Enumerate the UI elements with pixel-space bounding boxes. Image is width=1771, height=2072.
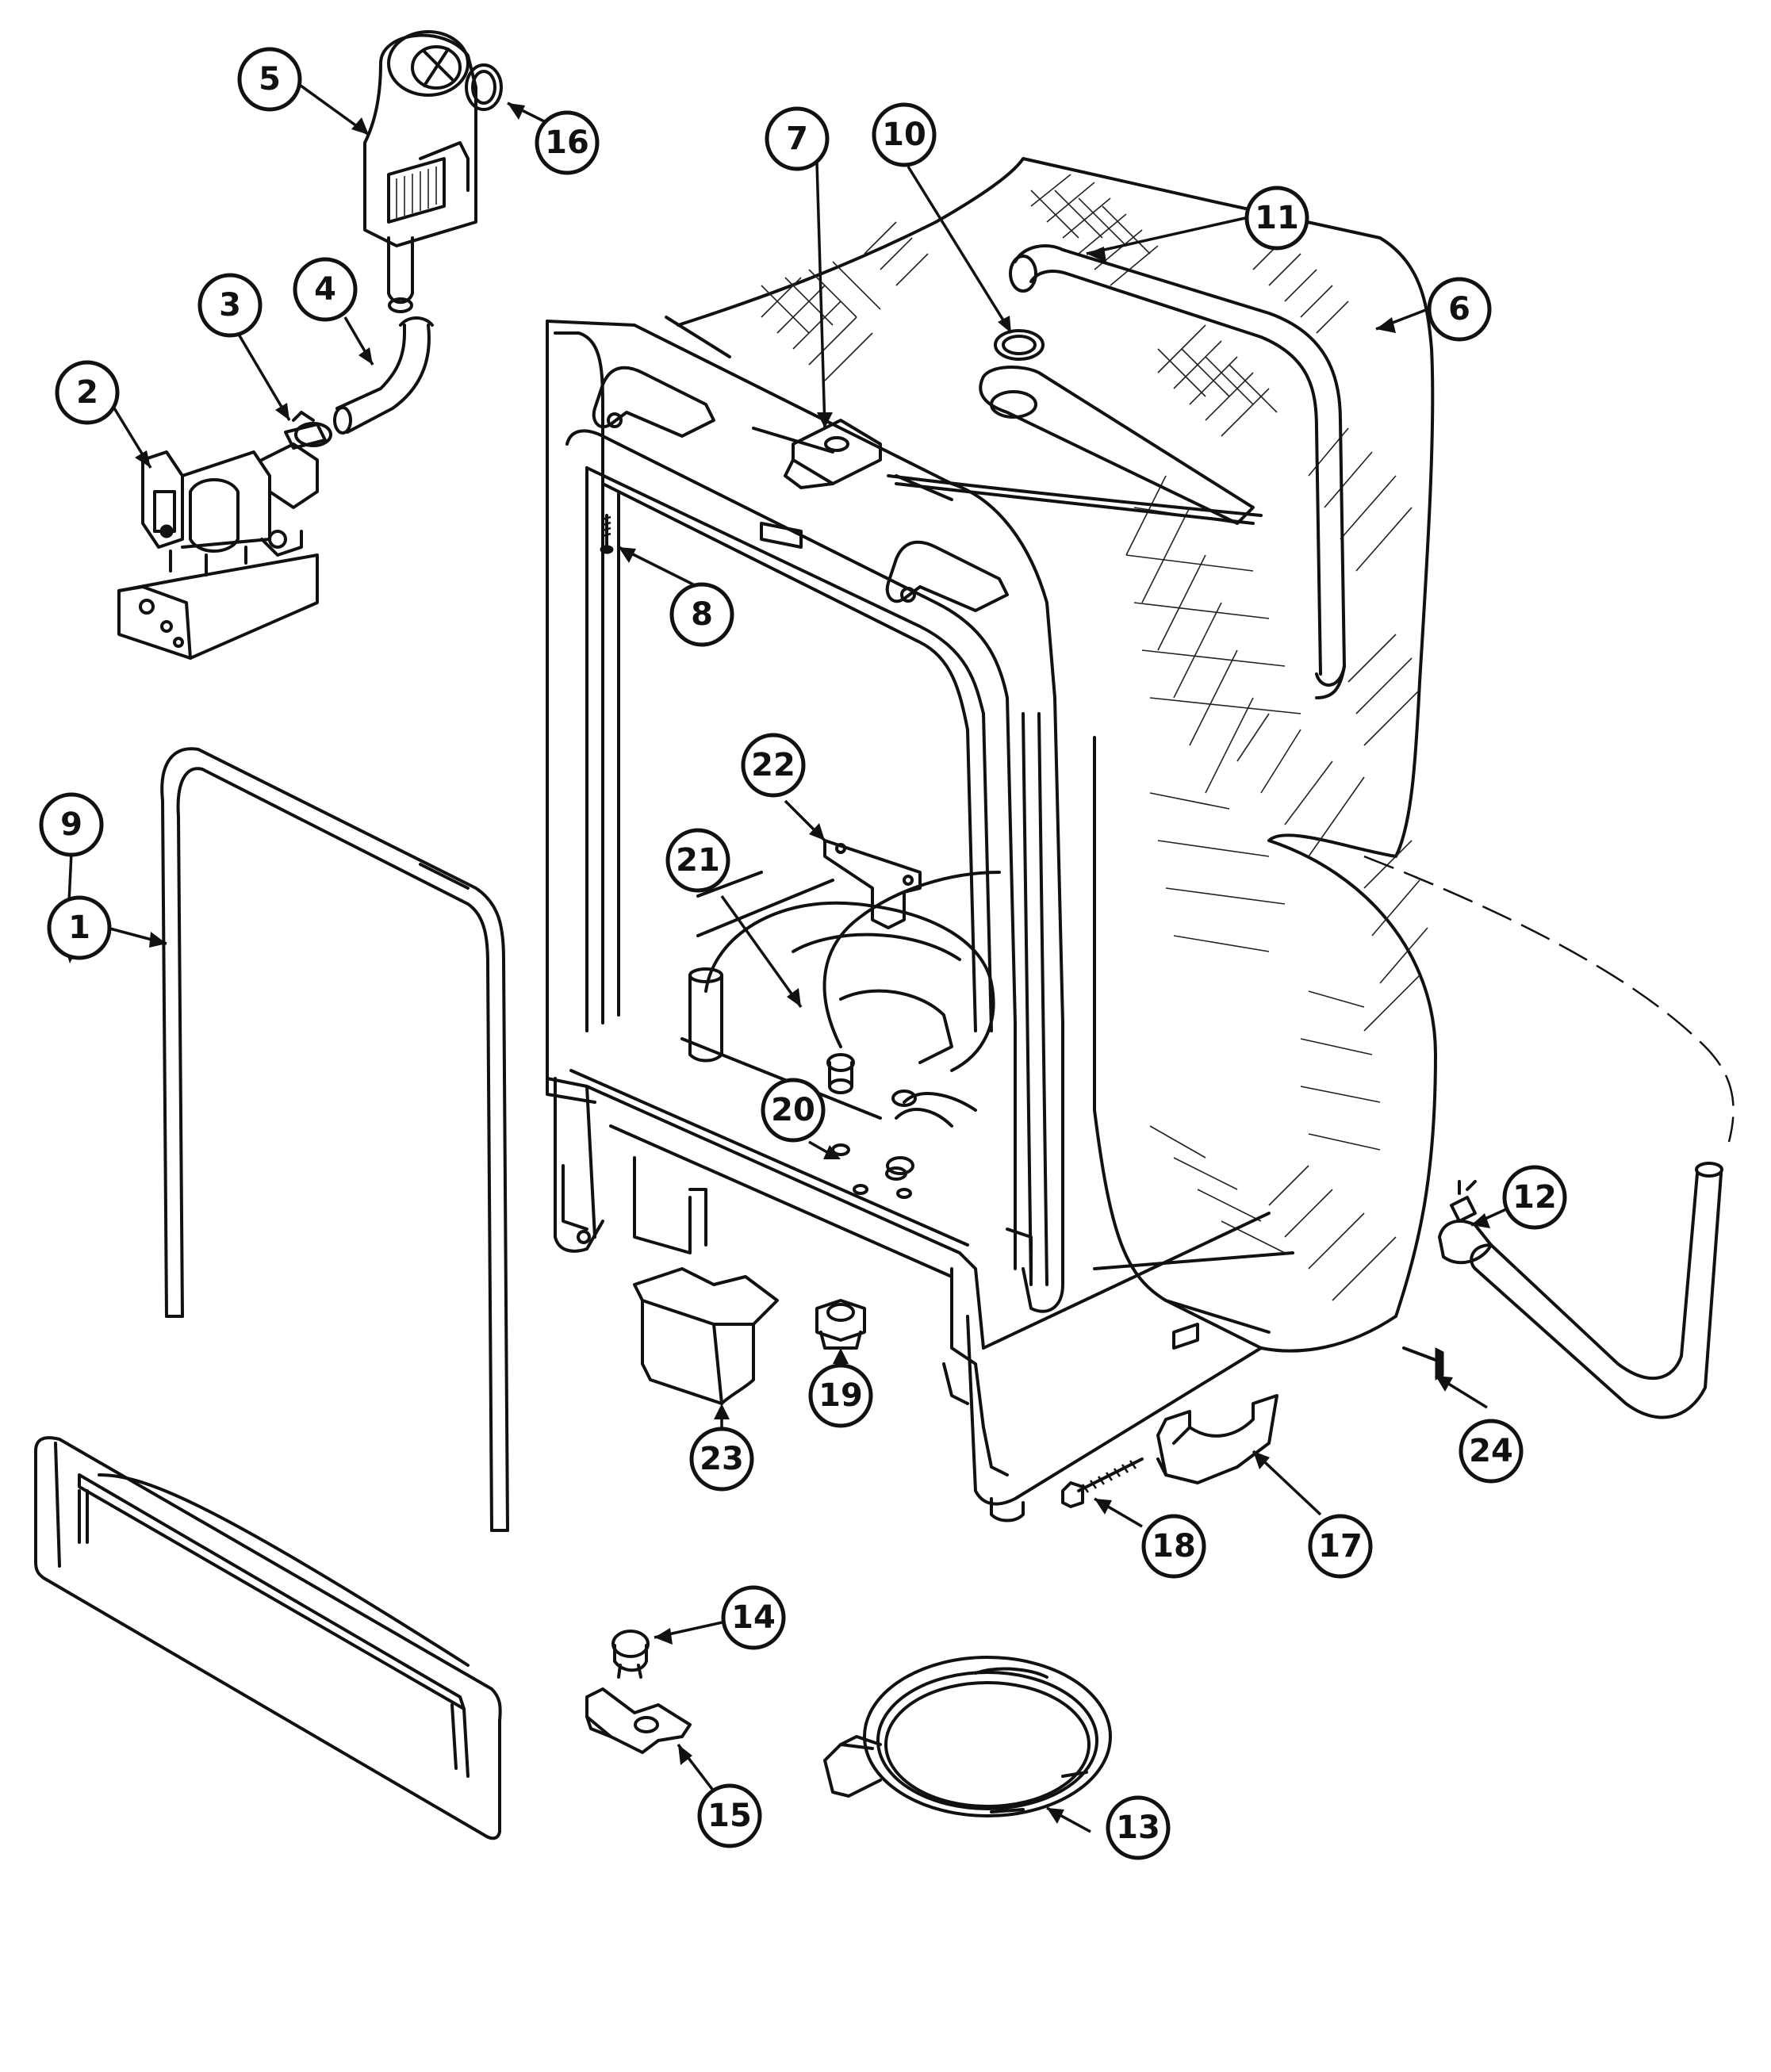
part-12-drain-hose [1438,1162,1723,1419]
svg-text:4: 4 [314,271,336,308]
svg-text:21: 21 [676,842,720,879]
part-18-bolt [1061,1457,1144,1508]
tub-insulation-blanket [677,157,1735,1353]
svg-text:6: 6 [1448,291,1470,327]
part-7-bracket [784,419,882,489]
leader-lines [63,82,1516,1833]
svg-text:16: 16 [545,124,589,161]
callout-8: 8 [669,582,734,647]
callout-9: 9 [39,792,104,857]
tub-sump [680,871,995,1199]
part-2-inlet-valve [117,442,319,660]
callout-18: 18 [1141,1514,1206,1579]
callout-7: 7 [765,106,830,171]
svg-text:13: 13 [1116,1810,1160,1846]
svg-text:24: 24 [1469,1433,1513,1469]
part-24-plug [1402,1346,1444,1381]
part-4-fill-hose [333,316,434,435]
callout-14: 14 [721,1585,786,1650]
callout-22: 22 [741,733,806,798]
part-16-o-ring [465,63,503,111]
callout-17: 17 [1308,1514,1373,1579]
part-11-vent-hose [1009,244,1346,699]
part-5-vent-assembly [363,30,477,313]
part-19-hex-nut [815,1299,866,1350]
svg-text:14: 14 [731,1599,776,1636]
part-23-cover [633,1267,779,1405]
svg-text:18: 18 [1152,1528,1196,1565]
svg-text:20: 20 [771,1092,815,1128]
part-21-wire-harness [822,871,1001,1112]
svg-text:1: 1 [68,910,90,946]
callout-13: 13 [1106,1795,1171,1860]
part-10-grommet [994,329,1045,361]
svg-text:5: 5 [259,61,281,98]
callout-19: 19 [808,1363,873,1428]
svg-text:15: 15 [707,1798,752,1834]
callout-21: 21 [665,828,730,893]
svg-text:17: 17 [1318,1528,1363,1565]
svg-text:11: 11 [1255,200,1299,236]
callout-24: 24 [1459,1419,1524,1484]
svg-text:2: 2 [76,374,98,411]
svg-text:19: 19 [818,1377,863,1414]
callout-12: 12 [1502,1165,1567,1230]
part-22-wire-clip [823,839,922,929]
callout-15: 15 [697,1783,762,1848]
svg-text:3: 3 [219,287,241,324]
callout-20: 20 [761,1078,826,1143]
part-15-bracket [585,1687,692,1754]
part-1-door-gasket [160,747,509,1532]
callout-10: 10 [872,102,937,167]
part-3-hose-clamp [284,411,332,450]
callout-2: 2 [55,360,120,425]
part-13-ring [823,1656,1112,1817]
svg-text:9: 9 [60,806,82,843]
callout-11: 11 [1244,186,1309,251]
part-9-toe-panel [34,1436,502,1840]
callout-16: 16 [535,110,600,175]
callout-3: 3 [197,273,263,338]
callout-4: 4 [293,257,358,322]
callout-5: 5 [237,47,302,112]
svg-text:12: 12 [1512,1179,1557,1216]
svg-text:10: 10 [882,117,926,153]
part-17-bracket [1156,1394,1278,1484]
blanket-hatching [761,174,1428,1301]
callout-23: 23 [689,1427,754,1492]
part-20-nut [826,1053,917,1175]
svg-text:23: 23 [700,1441,744,1477]
callout-1: 1 [47,895,112,960]
svg-text:7: 7 [786,121,808,157]
part-8-screw [600,514,614,554]
part-14-clip [611,1630,650,1679]
callout-6: 6 [1427,277,1492,342]
tub-frame [546,316,1294,1522]
svg-text:8: 8 [691,596,713,633]
svg-text:22: 22 [751,747,795,783]
